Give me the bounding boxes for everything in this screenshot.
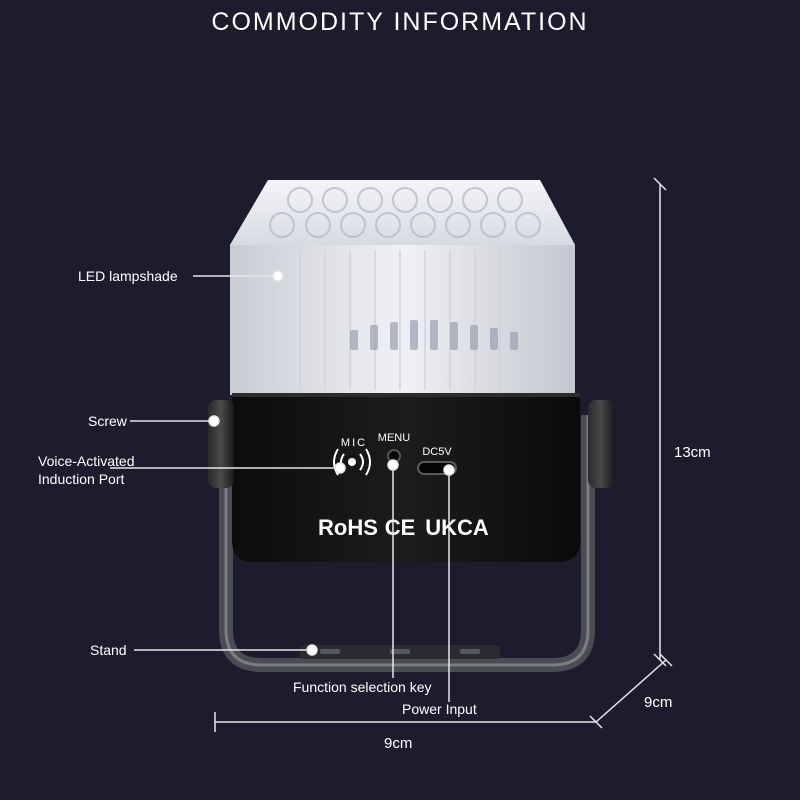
- rohs-mark: RoHS: [318, 515, 378, 540]
- depth-dimension: 9cm: [644, 694, 673, 711]
- mic-label: MIC: [341, 437, 367, 449]
- menu-label: MENU: [378, 432, 410, 444]
- depth-dimension-line: [589, 653, 673, 729]
- screw-leader: [130, 415, 220, 427]
- page-title: COMMODITY INFORMATION: [211, 8, 589, 36]
- height-dimension-line: [653, 177, 667, 667]
- voice-port-label-line2: Induction Port: [38, 471, 125, 487]
- lampshade-leader: [193, 270, 284, 282]
- height-dimension: 13cm: [674, 444, 711, 461]
- voice-port-leader: [110, 462, 346, 474]
- ukca-mark: UKCA: [425, 515, 489, 540]
- width-dimension-line: [214, 712, 596, 732]
- led-lampshade-label: LED lampshade: [78, 268, 178, 284]
- led-lampshade: [230, 180, 575, 395]
- dc-label: DC5V: [422, 446, 452, 458]
- stand: [219, 415, 595, 672]
- stand-label: Stand: [90, 642, 127, 658]
- power-input-label: Power Input: [402, 701, 477, 717]
- width-dimension: 9cm: [384, 735, 413, 752]
- power-input-leader: [443, 464, 455, 702]
- stand-leader: [134, 644, 318, 656]
- mic-icon: [333, 448, 371, 476]
- function-key-leader: [387, 459, 399, 678]
- function-key-label: Function selection key: [293, 679, 432, 695]
- ce-mark: CE: [385, 515, 416, 540]
- voice-port-label-line1: Voice-Activated: [38, 453, 135, 469]
- screw-label: Screw: [88, 413, 127, 429]
- device-body: [232, 393, 580, 562]
